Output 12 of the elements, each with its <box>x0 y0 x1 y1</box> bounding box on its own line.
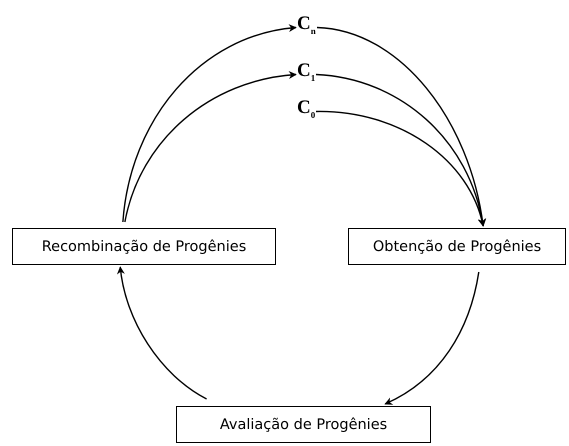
arrow <box>122 24 297 222</box>
process-box: Avaliação de Progênies <box>176 406 431 443</box>
process-box: Recombinação de Progênies <box>12 228 276 265</box>
arrow <box>316 74 486 227</box>
arrow <box>124 71 297 222</box>
arrow <box>316 110 486 227</box>
process-box: Obtenção de Progênies <box>348 228 566 265</box>
cycle-label: C$_{1}$ <box>297 61 316 88</box>
cycle-label: C$_{n}$ <box>297 14 316 41</box>
arrow <box>117 266 207 400</box>
cycle-label: C$_{0}$ <box>297 98 316 125</box>
arrow <box>384 272 480 405</box>
